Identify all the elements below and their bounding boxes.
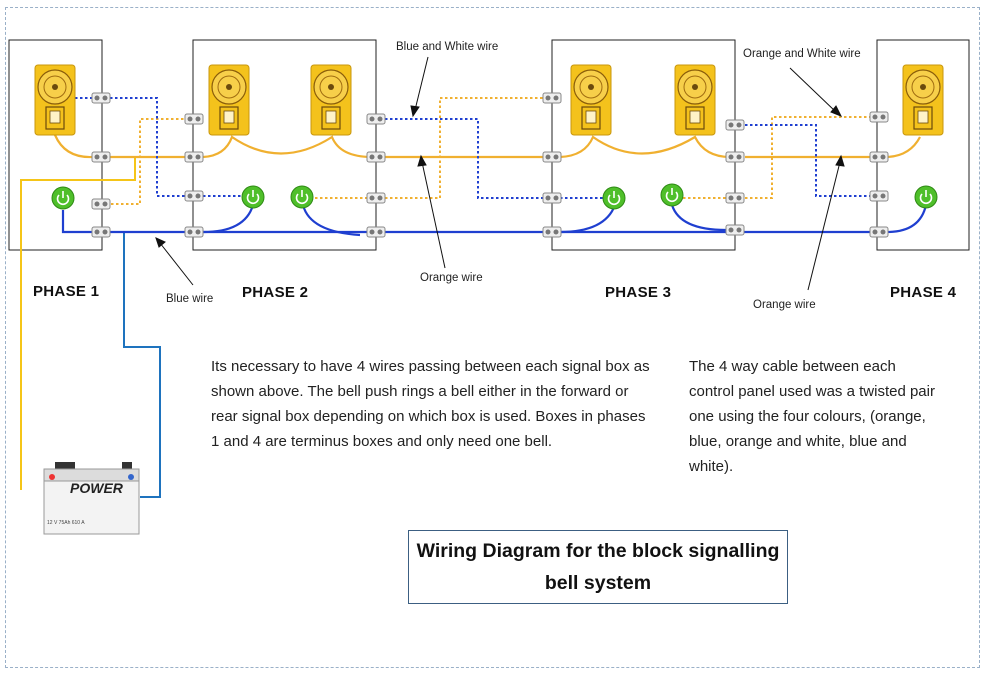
- arrow-orange-white: [789, 67, 837, 113]
- power-button-icon: [914, 185, 938, 209]
- signal-box-phase-4: [876, 39, 970, 251]
- terminal-block-icon: [366, 151, 386, 163]
- note-left: Its necessary to have 4 wires passing be…: [211, 358, 650, 450]
- terminal-block-icon: [542, 151, 562, 163]
- terminal-block-icon: [91, 226, 111, 238]
- power-button-icon: [602, 186, 626, 210]
- arrow-orange-mid: [421, 161, 446, 269]
- note-right: The 4 way cable between each control pan…: [689, 358, 935, 475]
- diagram-frame: [5, 7, 980, 668]
- terminal-block-icon: [91, 92, 111, 104]
- signal-box-phase-1: [8, 39, 103, 251]
- power-button-icon: [241, 185, 265, 209]
- bell-icon: [310, 64, 352, 136]
- lightblue-feed-wire: [123, 232, 161, 498]
- arrow-orange-right: [807, 161, 841, 291]
- terminal-block-icon: [725, 119, 745, 131]
- phase-3-label: PHASE 3: [605, 284, 672, 301]
- terminal-block-icon: [542, 192, 562, 204]
- terminal-block-icon: [869, 226, 889, 238]
- terminal-block-icon: [542, 226, 562, 238]
- terminal-block-icon: [184, 190, 204, 202]
- power-button-icon: [660, 183, 684, 207]
- yellow-feed-wire: [20, 157, 136, 490]
- terminal-block-icon: [91, 198, 111, 210]
- phase-1-label: PHASE 1: [33, 283, 100, 300]
- bell-icon: [570, 64, 612, 136]
- diagram-title: Wiring Diagram for the block signalling …: [416, 540, 780, 594]
- phase-2-label: PHASE 2: [242, 284, 309, 301]
- blue-and-white-wire: [75, 97, 870, 199]
- signal-box-phase-2: [192, 39, 377, 251]
- battery-spec: 12 V 75Ah 610 A: [47, 520, 85, 526]
- orange-white-wire-label: Orange and White wire: [743, 48, 861, 60]
- orange-wire: [53, 134, 921, 159]
- terminal-block-icon: [184, 226, 204, 238]
- terminal-block-icon: [366, 226, 386, 238]
- bell-icon: [208, 64, 250, 136]
- orange-wire-label-right: Orange wire: [753, 299, 816, 311]
- signal-box-phase-3: [551, 39, 736, 251]
- battery-label: POWER: [70, 480, 123, 496]
- terminal-block-icon: [869, 111, 889, 123]
- power-button-icon: [290, 185, 314, 209]
- bell-icon: [34, 64, 76, 136]
- battery-feed: [20, 157, 161, 498]
- terminal-block-icon: [366, 113, 386, 125]
- terminal-blocks: [91, 92, 889, 238]
- terminal-block-icon: [366, 192, 386, 204]
- terminal-block-icon: [725, 192, 745, 204]
- signal-boxes: [8, 39, 970, 251]
- power-button-icon: [51, 186, 75, 210]
- terminal-block-icon: [725, 151, 745, 163]
- annotation-arrows: [155, 56, 845, 291]
- terminal-block-icon: [869, 190, 889, 202]
- bell-icon: [902, 64, 944, 136]
- orange-and-white-wire: [111, 97, 870, 205]
- terminal-block-icon: [542, 92, 562, 104]
- bell-icon: [674, 64, 716, 136]
- arrow-blue: [159, 242, 194, 286]
- battery-icon: [43, 462, 140, 535]
- title-box: Wiring Diagram for the block signalling …: [408, 530, 788, 604]
- phase-4-label: PHASE 4: [890, 284, 957, 301]
- terminal-block-icon: [869, 151, 889, 163]
- terminal-block-icon: [91, 151, 111, 163]
- terminal-block-icon: [725, 224, 745, 236]
- blue-white-wire-label: Blue and White wire: [396, 41, 499, 53]
- arrow-blue-white: [414, 56, 429, 111]
- terminal-block-icon: [184, 151, 204, 163]
- terminal-block-icon: [184, 113, 204, 125]
- blue-wire-label: Blue wire: [166, 293, 214, 305]
- orange-wire-label-mid: Orange wire: [420, 272, 483, 284]
